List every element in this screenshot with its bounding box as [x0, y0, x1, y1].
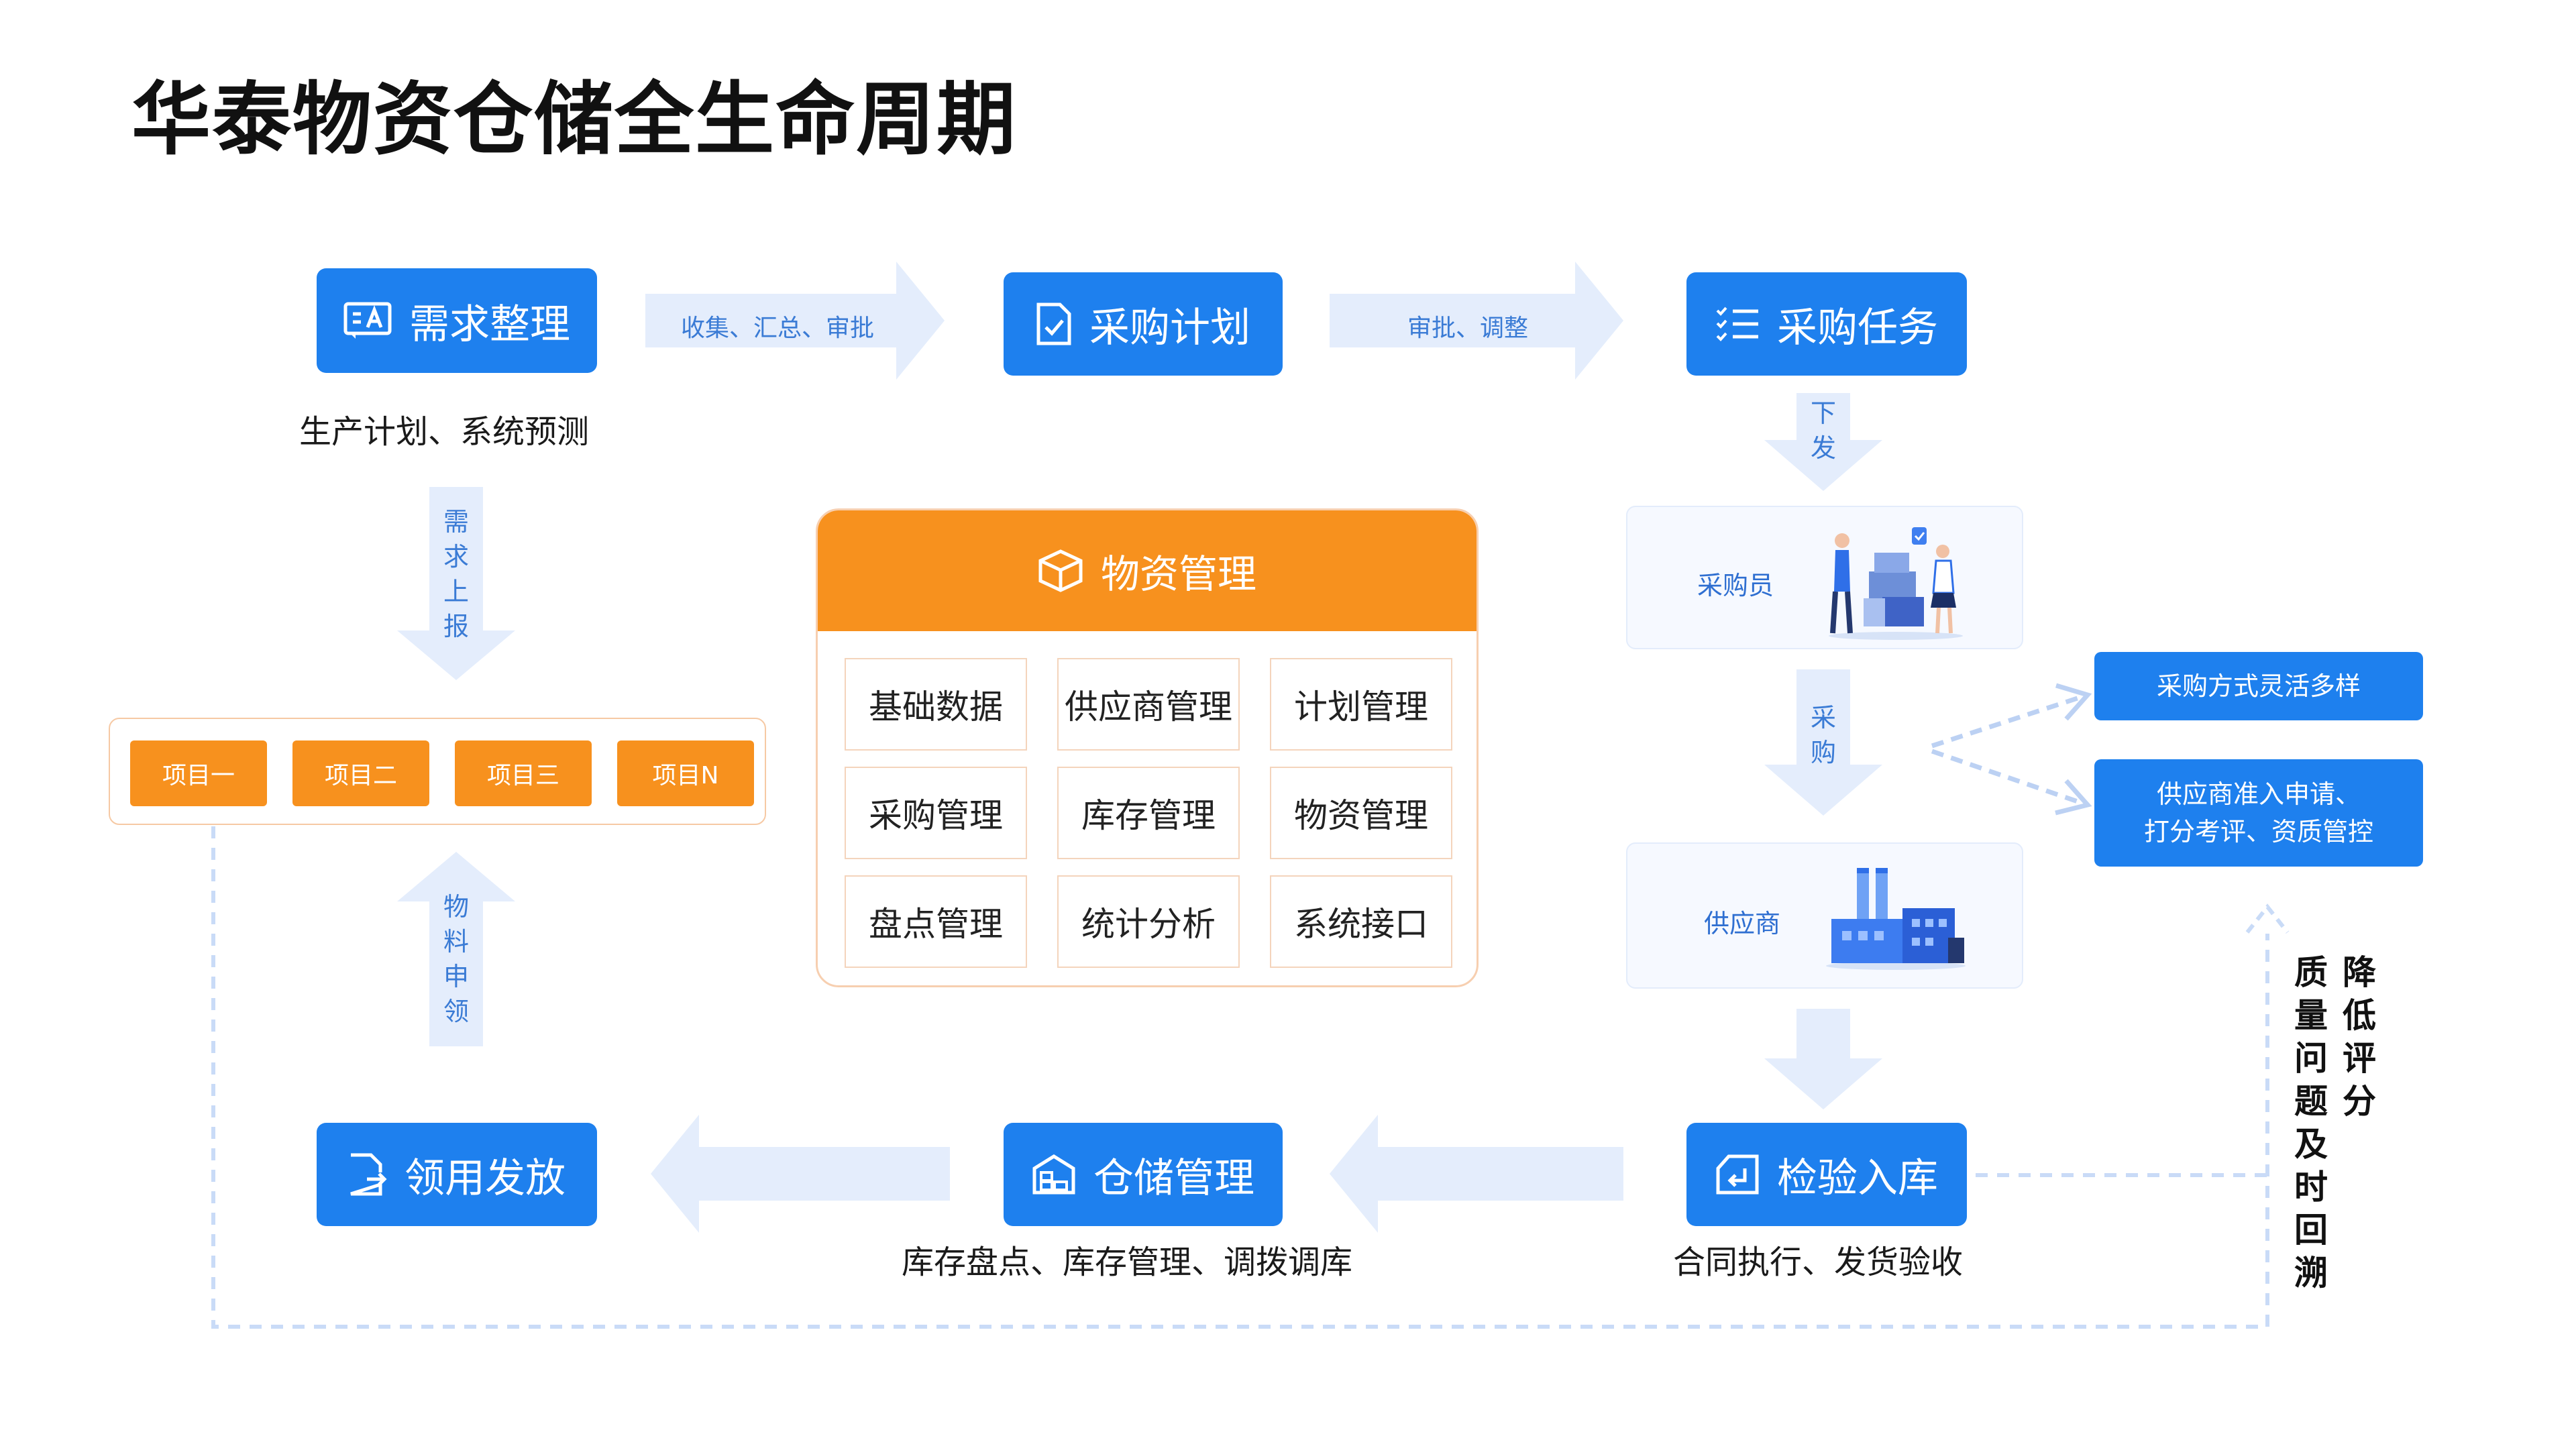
checklist-icon	[1716, 307, 1758, 341]
factory-icon	[1826, 868, 1966, 970]
dashed-arrowhead-up	[2245, 903, 2290, 934]
arrow-approve-label: 审批、调整	[1407, 315, 1529, 342]
branch-line: 供应商准入申请、	[2156, 779, 2361, 809]
vchar: 降	[2343, 953, 2376, 992]
module-cell[interactable]: 盘点管理	[845, 875, 1027, 968]
project-item[interactable]: 项目一	[130, 740, 267, 806]
vchar: 采	[1810, 703, 1836, 732]
supplier-card: 供应商	[1626, 842, 2023, 989]
vchar: 分	[2343, 1082, 2376, 1121]
vchar: 料	[443, 927, 469, 956]
arrow-demand-label: 需 求 上 报	[441, 504, 472, 644]
arrow-material-label: 物 料 申 领	[441, 889, 472, 1029]
page-title: 华泰物资仓储全生命周期	[131, 73, 1018, 166]
buyer-card: 采购员	[1626, 506, 2023, 649]
inspection-storage-button[interactable]: 检验入库	[1686, 1123, 1967, 1226]
warehouse-icon	[1032, 1154, 1075, 1195]
arrow-approve-right	[1330, 262, 1623, 380]
dashed-branch-lower-head	[2055, 779, 2092, 816]
buyer-label: 采购员	[1697, 571, 1774, 600]
vchar: 时	[2294, 1168, 2328, 1207]
purchase-task-button[interactable]: 采购任务	[1686, 272, 1967, 376]
vchar: 低	[2343, 996, 2376, 1035]
buyer-illustration-icon	[1829, 527, 1963, 640]
module-cell[interactable]: 供应商管理	[1057, 658, 1240, 751]
vchar: 溯	[2294, 1254, 2328, 1292]
arrow-purchase-down	[1764, 669, 1882, 816]
arrow-issue-down	[1764, 393, 1882, 491]
project-item[interactable]: 项目二	[292, 740, 429, 806]
vchar: 领	[443, 997, 469, 1026]
branch-flexible-purchase[interactable]: 采购方式灵活多样	[2094, 652, 2423, 720]
inspection-storage-label: 检验入库	[1777, 1154, 1938, 1202]
vchar: 申	[443, 962, 469, 991]
requisition-issue-label: 领用发放	[405, 1154, 566, 1202]
vchar: 报	[443, 612, 469, 641]
arrow-collect-right	[645, 262, 945, 380]
module-cell[interactable]: 采购管理	[845, 767, 1027, 859]
module-cell[interactable]: 系统接口	[1270, 875, 1452, 968]
vchar: 评	[2343, 1039, 2376, 1078]
branch-line: 打分考评、资质管控	[2143, 817, 2373, 846]
vchar: 质	[2294, 953, 2328, 992]
module-cell[interactable]: 基础数据	[845, 658, 1027, 751]
inspection-storage-caption: 合同执行、发货验收	[1673, 1244, 1964, 1281]
vchar: 求	[443, 542, 469, 571]
file-out-icon	[350, 1153, 387, 1196]
enter-icon	[1716, 1154, 1759, 1195]
materials-management-header: 物资管理	[818, 510, 1477, 631]
arrow-issue-label: 下 发	[1808, 396, 1839, 465]
vchar: 物	[443, 892, 469, 922]
arrow-demand-down	[397, 487, 515, 680]
vchar: 需	[443, 507, 469, 537]
arrow-supply-down	[1764, 1009, 1882, 1109]
vchar: 下	[1810, 398, 1836, 428]
vchar: 回	[2294, 1211, 2328, 1250]
supplier-label: 供应商	[1704, 909, 1781, 938]
vchar: 及	[2294, 1125, 2328, 1164]
document-text-icon	[343, 302, 392, 339]
demand-sorting-label: 需求整理	[409, 300, 570, 348]
demand-sorting-caption: 生产计划、系统预测	[299, 413, 590, 451]
arrow-issue-left	[651, 1115, 950, 1233]
module-cell[interactable]: 库存管理	[1057, 767, 1240, 859]
warehouse-management-button[interactable]: 仓储管理	[1004, 1123, 1283, 1226]
purchase-task-label: 采购任务	[1777, 304, 1938, 351]
vchar: 量	[2294, 996, 2328, 1035]
dashed-branch-upper-head	[2055, 683, 2092, 721]
arrow-storage-left	[1330, 1115, 1623, 1233]
vchar: 购	[1810, 738, 1836, 767]
project-item[interactable]: 项目三	[455, 740, 592, 806]
purchase-plan-button[interactable]: 采购计划	[1004, 272, 1283, 376]
project-item[interactable]: 项目N	[617, 740, 754, 806]
lower-score-text: 降 低 评 分	[2341, 951, 2377, 1123]
purchase-plan-label: 采购计划	[1089, 304, 1250, 351]
vchar: 题	[2294, 1082, 2328, 1121]
arrow-collect-label: 收集、汇总、审批	[681, 315, 875, 342]
box-icon	[1038, 549, 1083, 592]
quality-trace-text: 质 量 问 题 及 时 回 溯	[2293, 951, 2329, 1295]
arrow-purchase-label: 采 购	[1808, 700, 1839, 770]
vchar: 发	[1810, 433, 1836, 463]
demand-sorting-button[interactable]: 需求整理	[317, 268, 597, 373]
vchar: 问	[2294, 1039, 2328, 1078]
module-cell[interactable]: 物资管理	[1270, 767, 1452, 859]
project-list: 项目一 项目二 项目三 项目N	[109, 718, 766, 825]
arrow-material-up	[397, 852, 515, 1046]
module-cell[interactable]: 统计分析	[1057, 875, 1240, 968]
warehouse-management-label: 仓储管理	[1093, 1154, 1254, 1202]
requisition-issue-button[interactable]: 领用发放	[317, 1123, 597, 1226]
dashed-branch-lower	[1931, 749, 2081, 805]
dashed-loop-line	[211, 826, 2269, 1329]
materials-management-title: 物资管理	[1100, 551, 1256, 597]
dashed-branch-upper	[1931, 695, 2081, 749]
materials-management-panel: 物资管理 基础数据 供应商管理 计划管理 采购管理 库存管理 物资管理 盘点管理…	[816, 508, 1479, 987]
warehouse-management-caption: 库存盘点、库存管理、调拨调库	[902, 1244, 1353, 1281]
module-cell[interactable]: 计划管理	[1270, 658, 1452, 751]
checked-document-icon	[1036, 302, 1071, 345]
vchar: 上	[443, 577, 469, 606]
branch-supplier-qualification[interactable]: 供应商准入申请、 打分考评、资质管控	[2094, 759, 2423, 867]
